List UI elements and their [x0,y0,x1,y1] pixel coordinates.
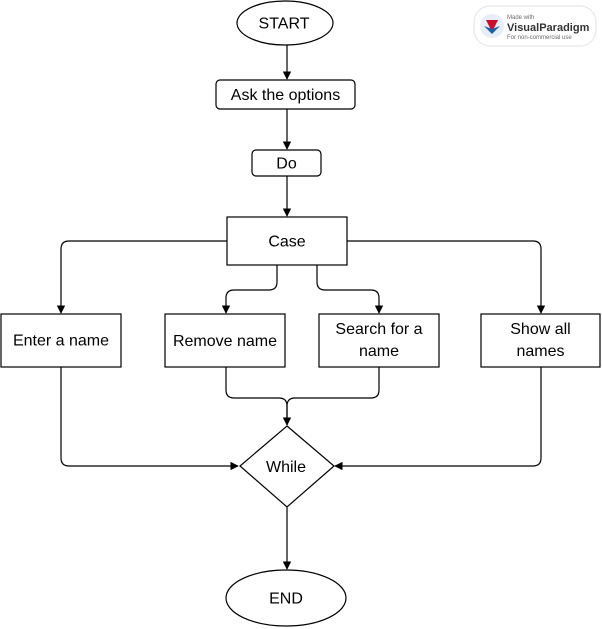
node-ask-label: Ask the options [231,87,340,104]
node-start: START [236,0,334,46]
watermark-made-with: Made with [507,15,534,21]
visual-paradigm-logo-icon [480,14,504,38]
edge-show-to-while [334,367,542,471]
edge-case-to-search [316,265,384,314]
node-end: END [225,569,347,627]
edge-case-to-show [347,240,546,314]
connectors [56,45,546,570]
visual-paradigm-watermark: Made with VisualParadigm For non-commerc… [473,5,597,47]
node-remove-name: Remove name [164,313,286,368]
watermark-noncommercial: For non-commercial use [507,35,572,41]
node-show-all-names: Show all names [480,313,601,368]
node-end-label: END [269,591,303,608]
node-enter-a-name: Enter a name [0,313,122,368]
node-ask-the-options: Ask the options [215,79,356,110]
node-enter-label: Enter a name [13,333,109,350]
node-do-label: Do [276,156,297,173]
node-search-label-line2: name [359,343,399,360]
node-while-label: While [266,459,306,476]
node-case: Case [226,216,348,266]
edge-case-to-enter [56,240,227,314]
node-show-label-line1: Show all [510,321,570,338]
node-remove-label: Remove name [173,333,277,350]
node-case-label: Case [268,234,305,251]
edge-enter-to-while [60,367,239,471]
node-do: Do [251,149,322,177]
node-while: While [239,425,335,508]
node-show-label-line2: names [516,343,564,360]
node-search-label-line1: Search for a [335,321,422,338]
edge-search-to-while [286,367,380,425]
edge-remove-to-while [225,367,292,426]
edge-case-to-remove [221,265,278,314]
watermark-brand: VisualParadigm [507,22,590,34]
node-start-label: START [259,16,310,33]
node-search-for-a-name: Search for a name [318,313,440,368]
